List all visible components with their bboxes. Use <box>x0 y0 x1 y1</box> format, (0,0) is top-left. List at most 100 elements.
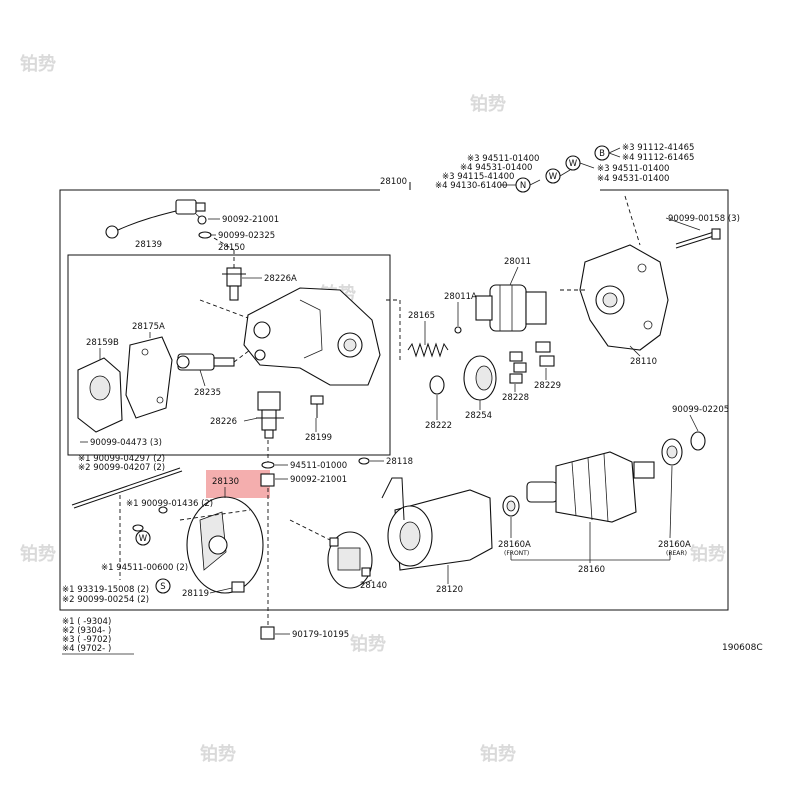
callout-w-left: W <box>135 530 151 546</box>
yoke-28120 <box>381 477 493 571</box>
washers-28150 <box>197 215 212 239</box>
label-28165: 28165 <box>408 311 435 321</box>
ball-28011A <box>454 326 462 334</box>
label-94511-00600: ※1 94511-00600 (2) <box>101 563 188 573</box>
label-28160A-front: 28160A <box>498 540 531 550</box>
callout-b: B <box>594 145 610 161</box>
label-90092-21001-a: 90092-21001 <box>222 215 279 225</box>
svg-text:W: W <box>569 159 578 169</box>
legend-line-4: ※4 (9702- ) <box>62 644 111 654</box>
bearing-28160A-front <box>502 495 520 517</box>
svg-text:S: S <box>160 582 165 592</box>
label-28140: 28140 <box>360 581 387 591</box>
cover-28175A <box>125 336 173 419</box>
watermark: 铂势 <box>690 543 726 565</box>
label-90099-02205: 90099-02205 <box>672 405 729 415</box>
highlight-28130 <box>206 470 270 498</box>
watermark: 铂势 <box>200 743 236 765</box>
label-28228: 28228 <box>502 393 529 403</box>
bolt-90099-00158 <box>675 228 721 249</box>
nut-90092 <box>260 473 275 487</box>
label-90099-04473: 90099-04473 (3) <box>90 438 162 448</box>
washer-90099-02205 <box>690 431 706 451</box>
label-28150: 28150 <box>218 243 245 253</box>
label-28119: 28119 <box>182 589 209 599</box>
label-94130-61400: ※4 94130-61400 <box>435 181 507 191</box>
watermark-layer: 铂势 铂势 铂势 铂势 铂势 铂势 铂势 铂势 <box>20 53 726 765</box>
label-28160A-front-sub: (FRONT) <box>504 550 529 557</box>
label-28199: 28199 <box>305 433 332 443</box>
label-28235: 28235 <box>194 388 221 398</box>
watermark: 铂势 <box>470 93 506 115</box>
housing-28110 <box>579 244 669 351</box>
housing-28100 <box>243 287 381 386</box>
label-90092-21001-b: 90092-21001 <box>290 475 347 485</box>
callout-w-mid: W <box>545 168 561 184</box>
label-90099-04207: ※2 90099-04207 (2) <box>78 463 165 473</box>
label-28160A-rear-sub: (REAR) <box>666 550 687 557</box>
watermark: 铂势 <box>480 743 516 765</box>
label-28118: 28118 <box>386 457 413 467</box>
retainer-28229 <box>535 341 555 367</box>
label-28226: 28226 <box>210 417 237 427</box>
label-28110: 28110 <box>630 357 657 367</box>
terminal-28226A <box>222 267 246 301</box>
label-94531-01400: ※4 94531-01400 <box>597 174 669 184</box>
label-28222: 28222 <box>425 421 452 431</box>
label-28226A: 28226A <box>264 274 297 284</box>
diagram-code: 190608C <box>722 643 763 653</box>
plunger-28235 <box>176 353 235 371</box>
end-frame-28130 <box>186 496 264 594</box>
label-90099-01436: ※1 90099-01436 (2) <box>126 499 213 509</box>
label-28139: 28139 <box>135 240 162 250</box>
label-28159B: 28159B <box>86 338 119 348</box>
label-90099-04297: ※1 90099-04297 (2) <box>78 454 165 464</box>
part-labels: ※3 91112-41465 ※4 91112-61465 ※3 94511-0… <box>62 143 740 640</box>
watermark: 铂势 <box>20 53 56 75</box>
leader-lines <box>80 217 701 635</box>
svg-text:N: N <box>520 181 526 191</box>
callout-n: N <box>515 177 531 193</box>
bearing-28160A-rear <box>661 438 683 466</box>
washer-28222 <box>429 375 445 395</box>
svg-text:W: W <box>139 534 148 544</box>
label-94511-01400: ※3 94511-01400 <box>597 164 669 174</box>
label-90179-10195: 90179-10195 <box>292 630 349 640</box>
watermark: 铂势 <box>20 543 56 565</box>
svg-text:B: B <box>599 149 605 159</box>
label-91112-41465: ※3 91112-41465 <box>622 143 694 153</box>
through-bolt <box>71 467 183 509</box>
label-28160A-rear: 28160A <box>658 540 691 550</box>
cap-28159B <box>77 357 123 433</box>
label-90099-00158: 90099-00158 (3) <box>668 214 740 224</box>
label-94511-01400-top: ※3 94511-01400 <box>467 154 539 164</box>
label-94115-41400: ※3 94115-41400 <box>442 172 514 182</box>
label-91112-61465: ※4 91112-61465 <box>622 153 694 163</box>
clutch-28011 <box>475 284 547 332</box>
washer-28118 <box>358 457 370 465</box>
sensor-28139 <box>105 199 206 239</box>
label-28100: 28100 <box>380 177 407 187</box>
callout-s: S <box>155 578 171 594</box>
label-28011A: 28011A <box>444 292 477 302</box>
armature-28160 <box>526 451 655 523</box>
rollers-28228 <box>509 351 527 384</box>
label-28175A: 28175A <box>132 322 165 332</box>
legend-line-2: ※2 (9304- ) <box>62 626 111 636</box>
label-93319-15008: ※1 93319-15008 (2) <box>62 585 149 595</box>
nut-90179-10195 <box>260 626 275 640</box>
brush-holder-28140 <box>327 531 373 589</box>
watermark: 铂势 <box>350 633 386 655</box>
screw-90099-01436 <box>158 506 168 514</box>
legend-line-3: ※3 ( -9702) <box>62 635 111 645</box>
spring-28165 <box>407 342 449 358</box>
switch-28226 <box>256 391 284 439</box>
label-28130: 28130 <box>212 477 239 487</box>
label-28254: 28254 <box>465 411 492 421</box>
gear-28254 <box>463 355 497 401</box>
label-90099-00254: ※2 90099-00254 (2) <box>62 595 149 605</box>
label-28229: 28229 <box>534 381 561 391</box>
label-28011: 28011 <box>504 257 531 267</box>
cap-28119 <box>231 581 245 593</box>
